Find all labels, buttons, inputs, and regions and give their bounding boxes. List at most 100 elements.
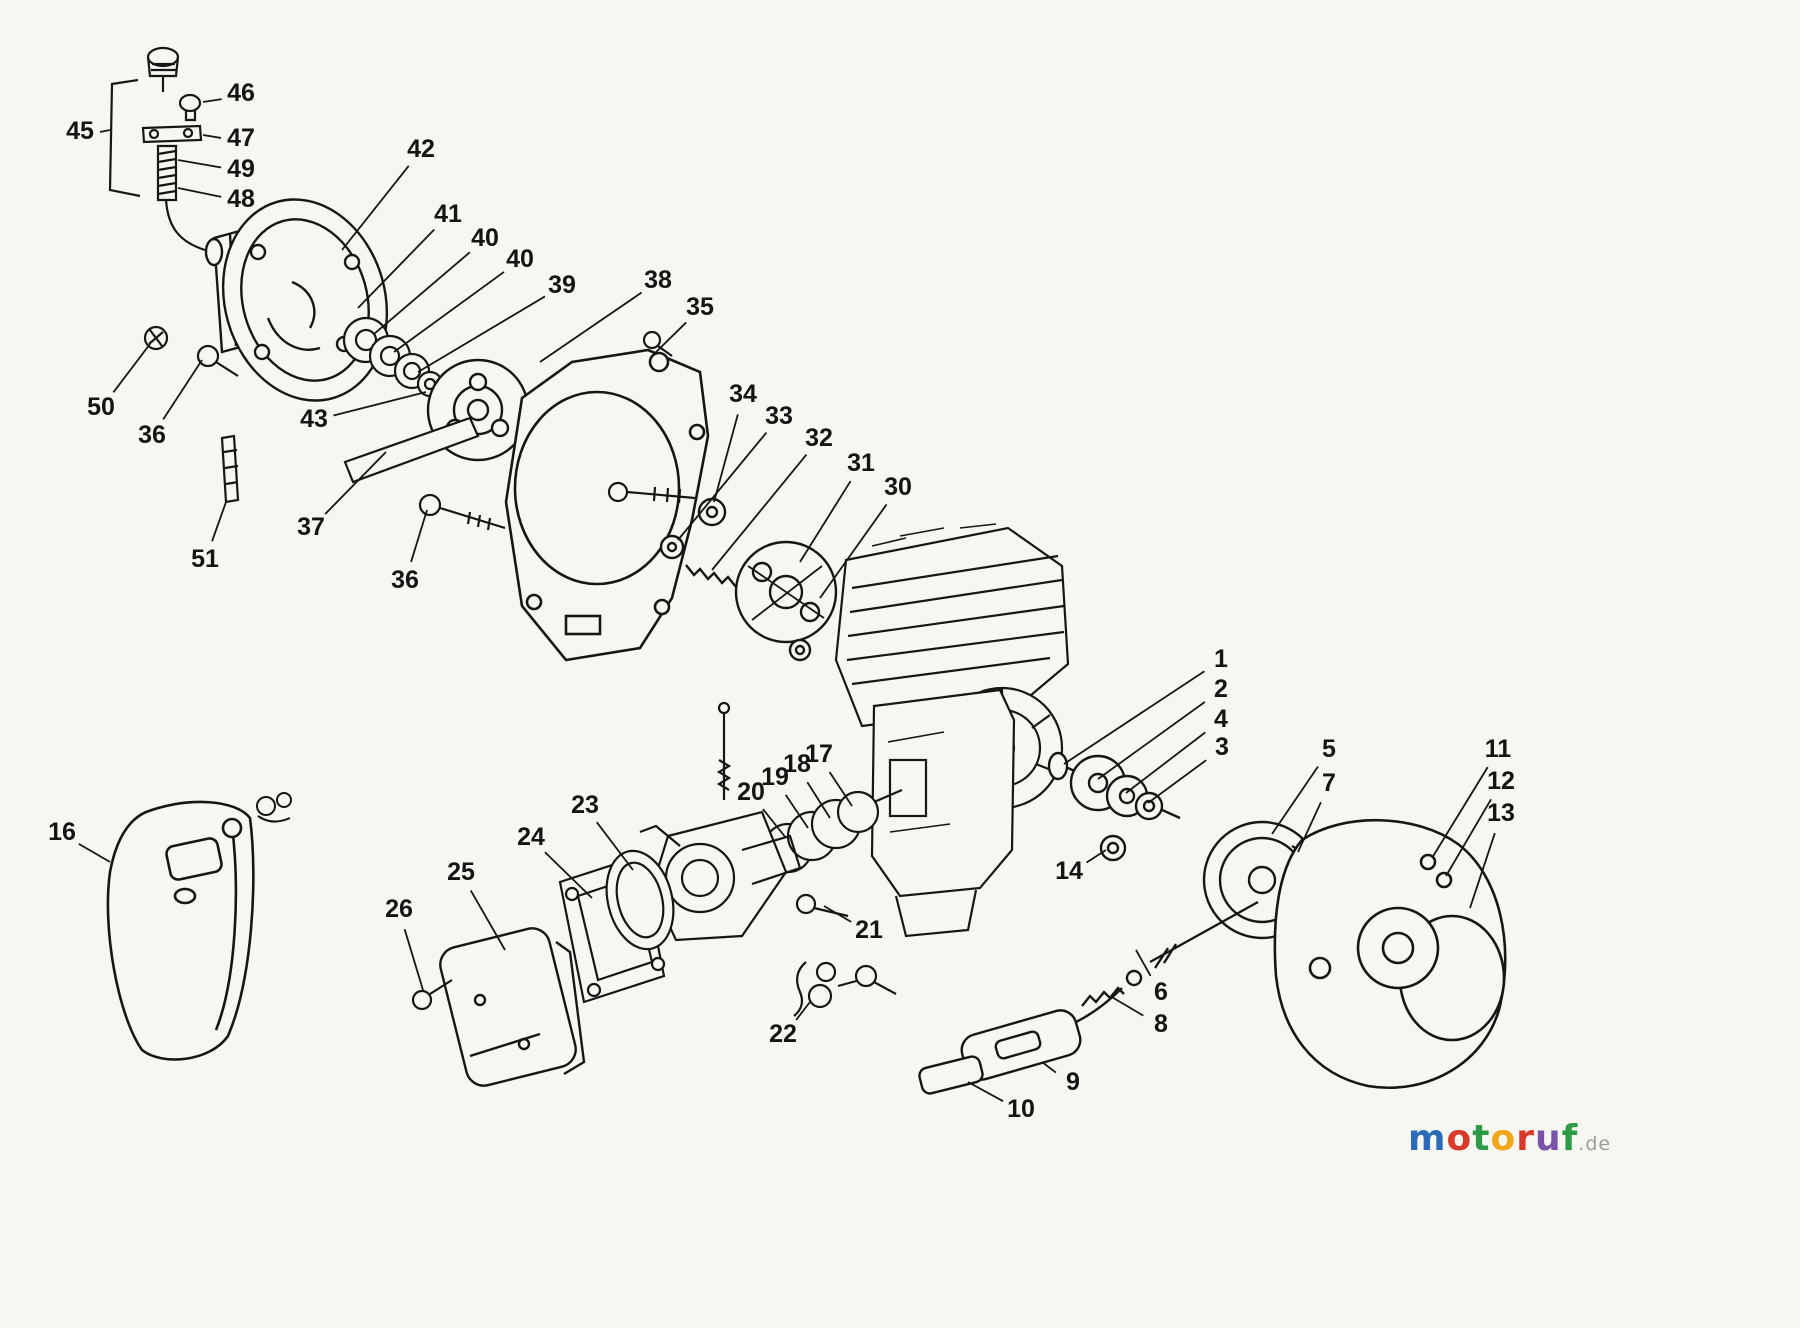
part-number-40: 40 [506, 245, 534, 273]
part-number-19: 19 [761, 763, 789, 791]
leader-line-25 [469, 890, 506, 951]
leader-line-36 [410, 509, 428, 563]
part-number-35: 35 [686, 293, 714, 321]
leader-line-36 [162, 359, 203, 420]
pin-51-shape [220, 434, 240, 504]
leader-line-6 [1135, 949, 1152, 977]
part-number-48: 48 [227, 185, 255, 213]
part-number-51: 51 [191, 545, 219, 573]
part-number-38: 38 [644, 266, 672, 294]
part-number-24: 24 [517, 823, 545, 851]
watermark-letter: o [1446, 1118, 1473, 1159]
leader-line-40 [393, 271, 505, 353]
leader-line-1 [1063, 670, 1205, 765]
leader-line-14 [1086, 849, 1107, 864]
part-number-3: 3 [1215, 733, 1229, 761]
leader-line-7 [1297, 801, 1322, 853]
cable-clamp [256, 792, 292, 823]
engine-block-shape [834, 523, 1070, 938]
part-number-32: 32 [805, 424, 833, 452]
part-number-36: 36 [391, 566, 419, 594]
part-number-40: 40 [471, 224, 499, 252]
part-number-4: 4 [1214, 705, 1228, 733]
leader-line-39 [417, 295, 546, 373]
part-number-18: 18 [783, 750, 811, 778]
leader-line-49 [177, 159, 222, 169]
watermark-letter: r [1516, 1118, 1535, 1159]
starter-housing [1273, 818, 1507, 1089]
leader-line-31 [799, 480, 852, 563]
part-number-22: 22 [769, 1020, 797, 1048]
leader-line-13 [1469, 832, 1496, 909]
leader-line-12 [1445, 798, 1492, 877]
leader-line-21 [823, 905, 852, 923]
leader-line-24 [544, 851, 593, 899]
watermark-letter: u [1534, 1118, 1562, 1159]
leader-line-9 [1041, 1061, 1057, 1074]
part-number-2: 2 [1214, 675, 1228, 703]
watermark-letter: f [1561, 1118, 1579, 1159]
leader-line-32 [711, 454, 808, 571]
throttle-cable-assembly [108, 46, 241, 263]
watermark-letter: m [1408, 1118, 1447, 1159]
leader-line-10 [967, 1081, 1004, 1102]
leader-line-43 [333, 391, 427, 417]
part-number-14: 14 [1055, 857, 1083, 885]
part-number-7: 7 [1322, 769, 1336, 797]
leader-line-47 [202, 134, 222, 139]
part-number-31: 31 [847, 449, 875, 477]
part-number-43: 43 [300, 405, 328, 433]
part-number-34: 34 [729, 380, 757, 408]
part-number-50: 50 [87, 393, 115, 421]
carburetor [639, 701, 849, 942]
leader-line-40 [373, 251, 471, 335]
leader-line-41 [357, 228, 435, 309]
watermark-letter: t [1472, 1118, 1491, 1159]
leader-line-3 [1147, 759, 1207, 804]
leader-line-5 [1271, 766, 1319, 835]
leader-line-17 [828, 771, 853, 807]
leader-line-38 [539, 291, 643, 363]
part-number-8: 8 [1154, 1010, 1168, 1038]
leader-line-20 [762, 808, 787, 839]
part-number-6: 6 [1154, 978, 1168, 1006]
leader-line-19 [784, 794, 809, 829]
leader-line-34 [713, 414, 739, 503]
part-number-11: 11 [1485, 735, 1512, 763]
starter-parts [1047, 751, 1322, 1007]
leader-line-33 [677, 431, 768, 541]
part-number-5: 5 [1322, 735, 1336, 763]
leader-line-37 [324, 451, 387, 515]
choke-parts [793, 961, 897, 1017]
part-number-16: 16 [48, 818, 76, 846]
part-number-37: 37 [297, 513, 325, 541]
leader-line-45 [99, 129, 111, 133]
leader-line-50 [112, 343, 151, 393]
bolt-21-shape [795, 893, 817, 915]
part-number-26: 26 [385, 895, 413, 923]
part-number-23: 23 [571, 791, 599, 819]
handle-insert-shape [918, 1055, 984, 1095]
part-number-1: 1 [1214, 645, 1228, 673]
part-number-41: 41 [434, 200, 462, 228]
leader-line-51 [211, 501, 227, 542]
part-number-20: 20 [737, 778, 765, 806]
part-number-13: 13 [1487, 799, 1515, 827]
part-number-39: 39 [548, 271, 576, 299]
part-number-45: 45 [66, 117, 94, 145]
gearcase-cover [504, 348, 710, 662]
part-number-17: 17 [805, 740, 833, 768]
starter-handle [918, 987, 1123, 1095]
crankcase-cover-plate [204, 198, 389, 402]
leader-line-35 [651, 321, 687, 357]
bolt-36a-shape [196, 344, 220, 368]
mounting-plate [343, 416, 480, 484]
part-number-12: 12 [1487, 767, 1515, 795]
leader-line-16 [78, 843, 111, 863]
bracket-45 [108, 78, 141, 198]
part-number-10: 10 [1007, 1095, 1035, 1123]
muffler-bolt [411, 979, 453, 1011]
leader-line-22 [795, 1001, 811, 1021]
